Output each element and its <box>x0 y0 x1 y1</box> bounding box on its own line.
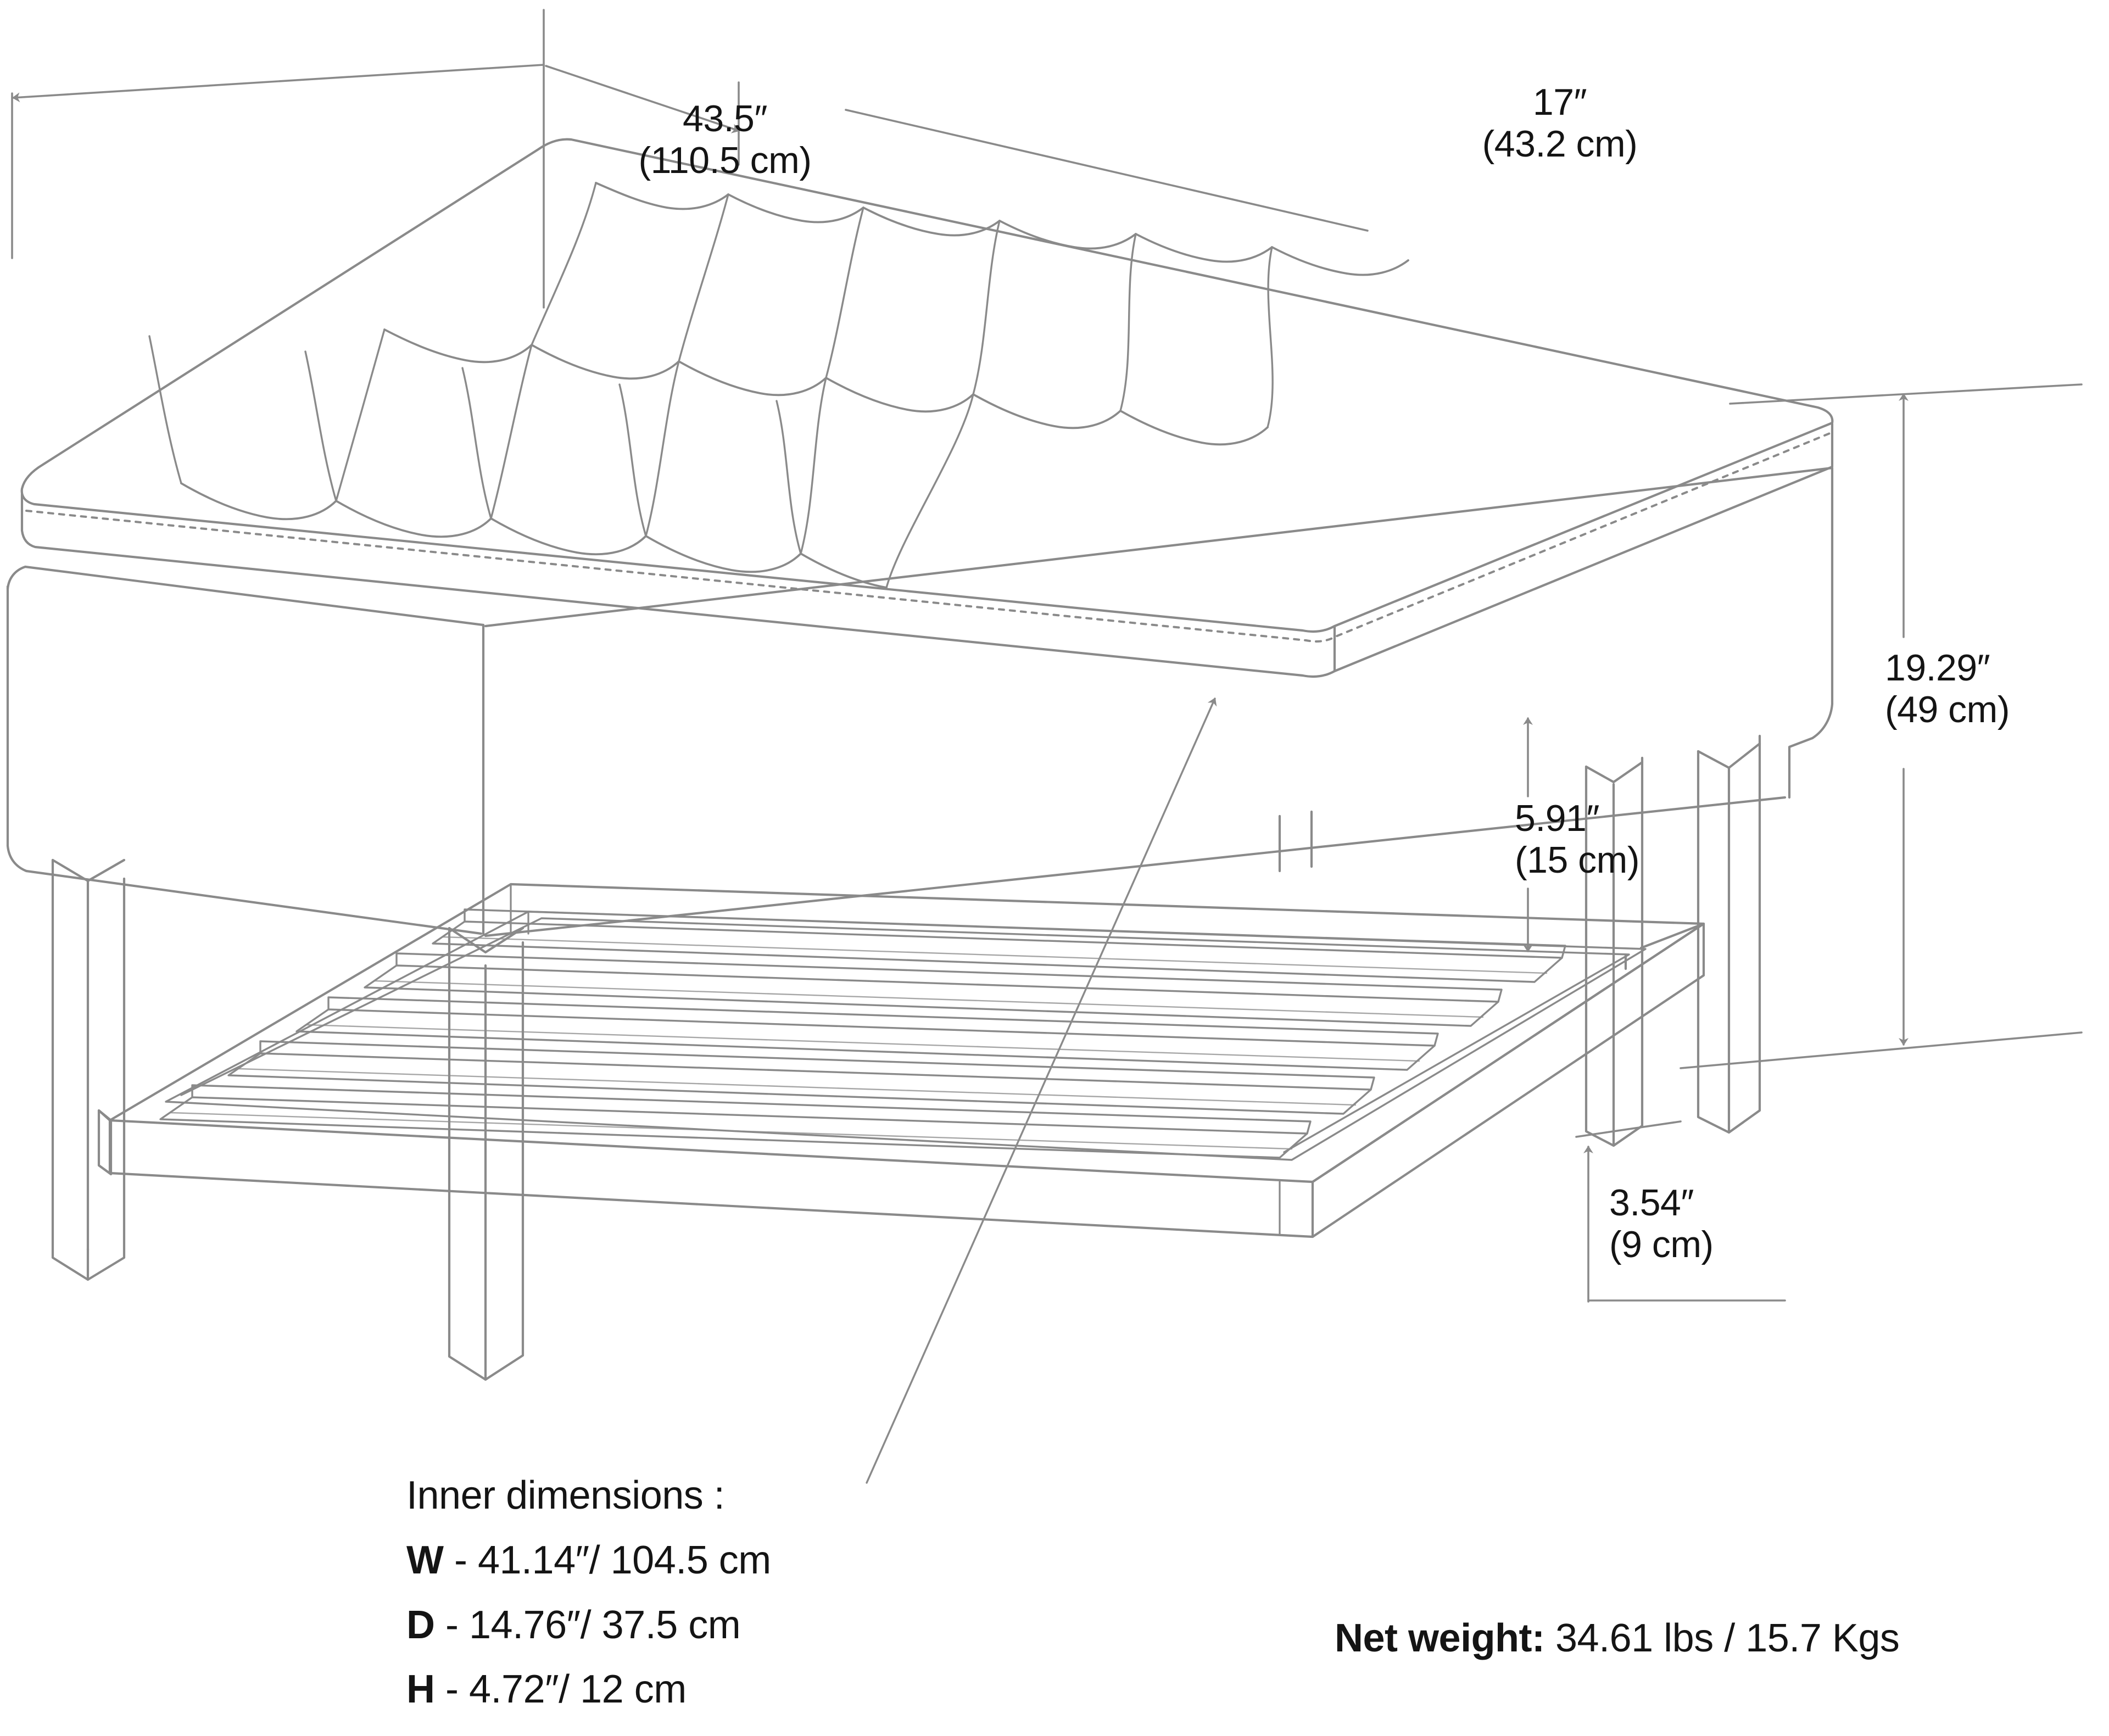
inner-dimension-row-depth: D - 14.76″/ 37.5 cm <box>406 1599 771 1652</box>
cushion-stitch-detail <box>25 432 1832 643</box>
dimension-imperial: 5.91″ <box>1515 797 1599 839</box>
dimension-line-width <box>11 9 740 309</box>
inner-dimension-key-height: H <box>406 1667 445 1712</box>
inner-dimension-value-width: - 41.14″/ 104.5 cm <box>454 1538 771 1582</box>
tufting-pattern-back-row <box>595 182 1409 276</box>
lower-shelf-frame <box>97 883 1705 1238</box>
shelf-slats <box>159 908 1566 1159</box>
dimension-metric: (110.5 cm) <box>638 139 812 182</box>
leg-inner-supports <box>1278 810 1313 873</box>
dimension-label-width: 43.5″ (110.5 cm) <box>582 98 868 181</box>
dimension-metric: (43.2 cm) <box>1482 123 1638 165</box>
inner-dimension-row-height: H - 4.72″/ 12 cm <box>406 1664 771 1716</box>
storage-box-body <box>6 466 1834 937</box>
cushion-piping-band <box>20 422 1834 678</box>
inner-dimension-value-depth: - 14.76″/ 37.5 cm <box>445 1603 741 1647</box>
dimension-label-floor-clearance: 3.54″ (9 cm) <box>1609 1182 1840 1265</box>
leg-front-right <box>1697 734 1761 1134</box>
cushion-top <box>20 138 1834 633</box>
tufting-pattern-middle-row <box>383 328 1269 446</box>
shelf-right-end-cap <box>1624 922 1705 970</box>
leg-front-left <box>448 926 525 1381</box>
dimension-imperial: 19.29″ <box>1885 647 1990 689</box>
inner-dimensions-title: Inner dimensions : <box>406 1473 725 1517</box>
inner-dimensions-block: Inner dimensions : W - 41.14″/ 104.5 cm … <box>406 1470 771 1716</box>
lower-shelf-inner-frame <box>165 911 1647 1161</box>
tufting-button-pulls <box>148 182 1274 589</box>
net-weight-block: Net weight: 34.61 lbs / 15.7 Kgs <box>1335 1616 1900 1661</box>
inner-dimension-key-depth: D <box>406 1603 445 1647</box>
dimension-metric: (9 cm) <box>1609 1224 1714 1266</box>
dimension-line-depth <box>738 81 1369 232</box>
net-weight-value: 34.61 lbs / 15.7 Kgs <box>1555 1616 1900 1660</box>
inner-dimension-row-width: W - 41.14″/ 104.5 cm <box>406 1534 771 1587</box>
dimension-metric: (49 cm) <box>1885 689 2010 731</box>
inner-dimension-key-width: W <box>406 1538 454 1582</box>
net-weight-label: Net weight: <box>1335 1616 1555 1660</box>
dimension-imperial: 17″ <box>1532 81 1587 123</box>
shelf-slat-detail-lines <box>169 936 1548 1150</box>
leg-rear-left <box>51 858 126 1281</box>
leg-rear-right <box>1584 756 1644 1147</box>
tufting-pattern-front-row <box>180 482 888 589</box>
dimension-label-overall-height: 19.29″ (49 cm) <box>1885 647 2109 730</box>
inner-dimension-value-height: - 4.72″/ 12 cm <box>445 1667 687 1712</box>
dimension-imperial: 3.54″ <box>1609 1182 1694 1224</box>
leader-line-inner-dimensions <box>866 697 1217 1484</box>
dimension-metric: (15 cm) <box>1515 839 1639 881</box>
dimension-label-depth: 17″ (43.2 cm) <box>1428 81 1692 165</box>
dimension-label-shelf-clearance: 5.91″ (15 cm) <box>1515 797 1745 881</box>
shelf-leg-joints <box>510 883 1281 1236</box>
dimension-imperial: 43.5″ <box>683 98 767 139</box>
